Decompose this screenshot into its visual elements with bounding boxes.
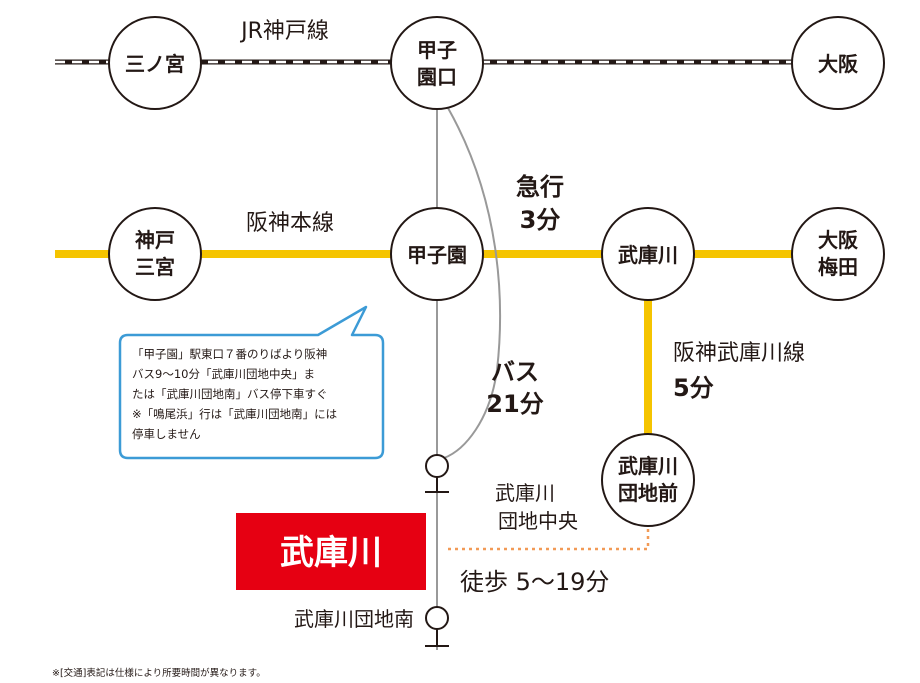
bus-stop-chuo-label-2: 団地中央 bbox=[498, 509, 578, 533]
bus-stop-chuo-label-1: 武庫川 bbox=[495, 481, 555, 505]
bus-note-callout: 「甲子園」駅東口７番のりばより阪神 バス9〜10分「武庫川団地中央」ま たは「武… bbox=[118, 305, 385, 460]
bus-route bbox=[443, 107, 502, 459]
jr-line-label: JR神戸線 bbox=[239, 19, 329, 44]
mukogawa-line-time: 5分 bbox=[673, 374, 714, 402]
station-sannomiya: 三ノ宮 bbox=[108, 16, 202, 110]
station-mukogawa-danchimae-label-2: 団地前 bbox=[618, 481, 678, 505]
bus-stop-chuo bbox=[425, 454, 449, 493]
station-mukogawa-danchimae-label-1: 武庫川 bbox=[618, 454, 678, 478]
station-kobe-sannomiya-label-2: 三宮 bbox=[135, 255, 175, 279]
station-mukogawa-label: 武庫川 bbox=[618, 243, 678, 267]
express-time: 3分 bbox=[520, 206, 561, 234]
walk-label: 徒歩 5〜19分 bbox=[460, 568, 609, 596]
note-line-3: たは「武庫川団地南」バス停下車すぐ bbox=[132, 387, 328, 401]
mukogawa-line-label: 阪神武庫川線 bbox=[673, 341, 805, 366]
destination-badge: 武庫川 bbox=[236, 513, 426, 590]
station-koshien: 甲子園 bbox=[390, 207, 484, 301]
station-kobe-sannomiya: 神戸 三宮 bbox=[108, 207, 202, 301]
note-line-4: ※「鳴尾浜」行は「武庫川団地南」には bbox=[132, 407, 337, 421]
note-line-1: 「甲子園」駅東口７番のりばより阪神 bbox=[132, 347, 327, 361]
station-koshienguchi-label-1: 甲子 bbox=[417, 38, 457, 62]
station-osaka-label: 大阪 bbox=[818, 52, 859, 76]
bus-stop-minami bbox=[425, 606, 449, 647]
footnote: ※[交通]表記は仕様により所要時間が異なります。 bbox=[52, 667, 266, 679]
station-osaka-umeda-label-2: 梅田 bbox=[818, 255, 858, 279]
station-osaka-umeda-label-1: 大阪 bbox=[818, 228, 859, 252]
station-mukogawa: 武庫川 bbox=[601, 207, 695, 301]
note-line-5: 停車しません bbox=[132, 427, 201, 441]
note-line-2: バス9〜10分「武庫川団地中央」ま bbox=[132, 367, 315, 381]
station-sannomiya-label: 三ノ宮 bbox=[125, 52, 185, 76]
station-osaka: 大阪 bbox=[791, 16, 885, 110]
bus-time: 21分 bbox=[486, 390, 543, 418]
station-koshien-label: 甲子園 bbox=[407, 243, 467, 267]
station-koshienguchi: 甲子 園口 bbox=[390, 16, 484, 110]
station-mukogawa-danchimae: 武庫川 団地前 bbox=[601, 433, 695, 527]
hanshin-line-label: 阪神本線 bbox=[246, 211, 334, 236]
station-osaka-umeda: 大阪 梅田 bbox=[791, 207, 885, 301]
station-koshienguchi-label-2: 園口 bbox=[417, 65, 457, 89]
bus-stop-minami-label: 武庫川団地南 bbox=[294, 607, 414, 631]
station-kobe-sannomiya-label-1: 神戸 bbox=[135, 228, 175, 252]
destination-label: 武庫川 bbox=[280, 533, 382, 573]
walk-path bbox=[448, 520, 650, 551]
bus-label: バス bbox=[491, 358, 539, 386]
express-label: 急行 bbox=[516, 173, 564, 201]
